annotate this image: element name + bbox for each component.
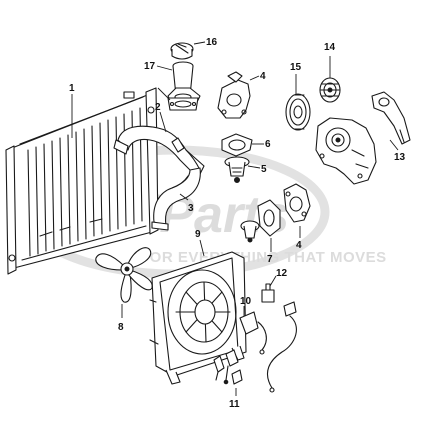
relay-switch (261, 283, 297, 393)
radiator-cap (170, 42, 194, 60)
watermark-tagline: FOR EVERYTHING THAT MOVES (140, 249, 387, 266)
leader-5 (247, 165, 261, 169)
leader-4a (249, 75, 260, 81)
thermostat-housing-upper (217, 71, 251, 119)
leader-12 (389, 139, 399, 151)
fan-shroud (149, 251, 247, 385)
callout-15: 16 (206, 37, 218, 48)
callout-4a: 4 (260, 71, 266, 82)
leader-3 (179, 193, 189, 201)
callout-12: 13 (394, 152, 406, 163)
thermostat-lower (240, 220, 260, 243)
callout-16: 17 (144, 61, 156, 72)
pump-gasket (371, 91, 411, 145)
leader-2 (159, 111, 167, 133)
thermostat-housing-lower (283, 183, 311, 223)
leader-8 (199, 239, 205, 257)
gasket-upper (221, 133, 253, 157)
thermostat (224, 156, 250, 183)
callout-5: 5 (261, 164, 267, 175)
leader-15 (193, 41, 206, 45)
leader-11 (269, 275, 277, 287)
small-pulley (319, 77, 341, 103)
callout-7: 8 (118, 322, 124, 333)
callout-1: 1 (69, 83, 75, 94)
large-pulley (285, 93, 311, 131)
callout-6b: 7 (267, 254, 273, 265)
leader-16 (156, 65, 173, 71)
callout-14: 15 (290, 62, 302, 73)
filler-gasket (167, 97, 199, 111)
fan-motor (239, 311, 267, 355)
temp-sensors (213, 349, 243, 385)
callout-10: 11 (229, 399, 240, 410)
radiator (5, 87, 159, 275)
callout-6a: 6 (265, 139, 271, 150)
water-pump (315, 117, 377, 185)
callout-8: 9 (195, 229, 201, 240)
callout-4b: 4 (296, 240, 302, 251)
callout-3: 3 (188, 203, 194, 214)
callout-11: 12 (276, 268, 288, 279)
fan-blade (95, 247, 153, 303)
callout-9: 10 (240, 296, 252, 307)
gasket-lower (257, 199, 281, 237)
callout-2: 2 (155, 102, 161, 113)
callout-13: 14 (324, 42, 336, 53)
lower-hose (151, 167, 201, 231)
leader-17 (157, 87, 171, 101)
